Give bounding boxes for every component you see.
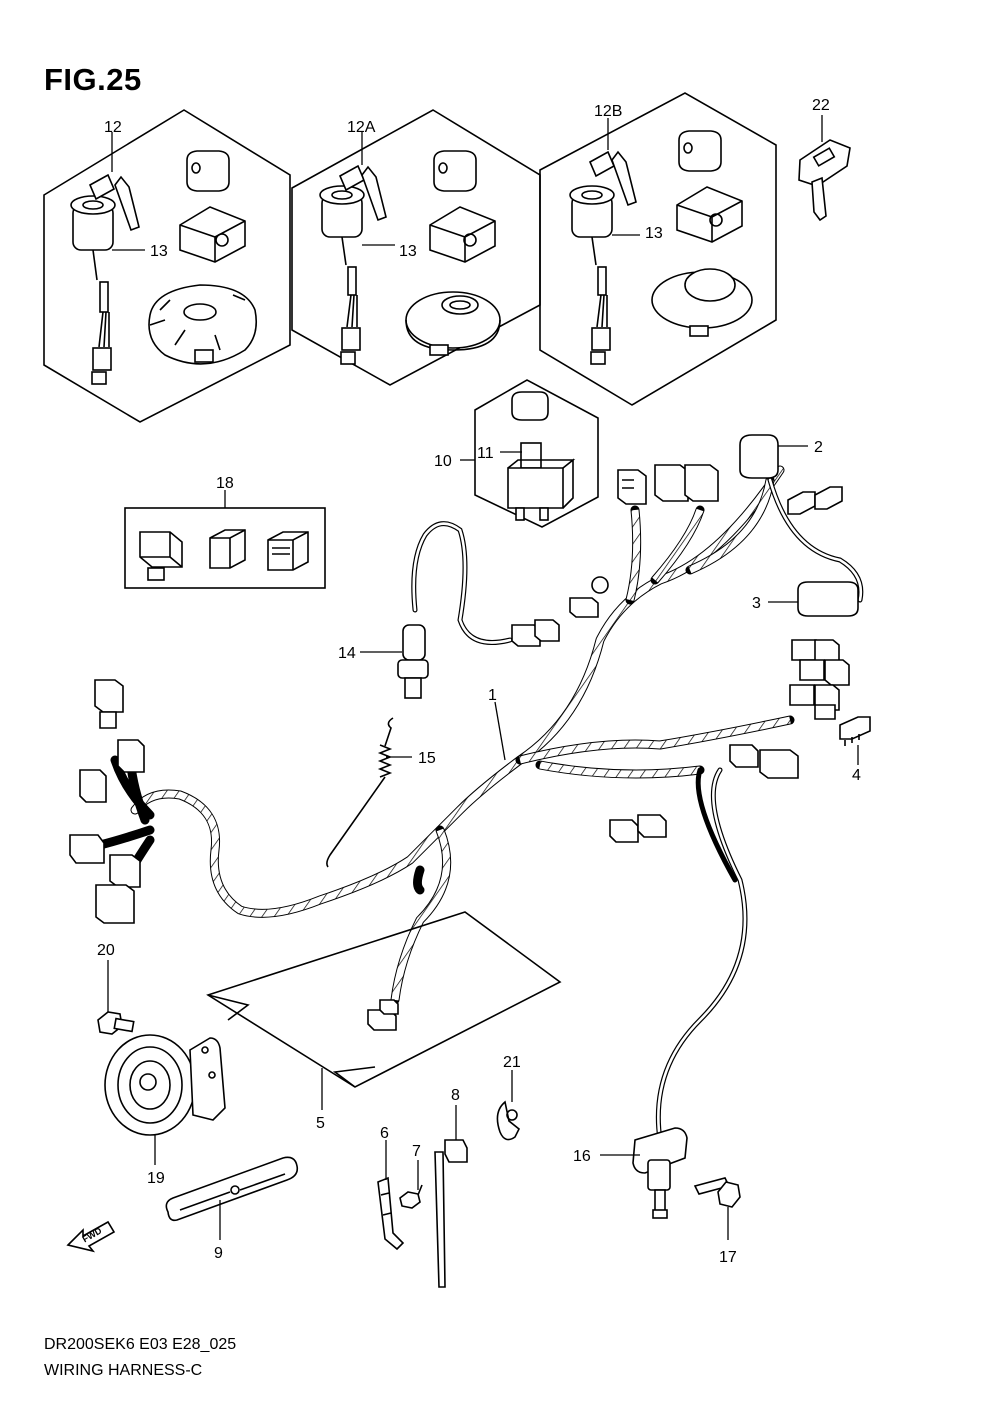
clip-21 — [496, 1100, 521, 1141]
harness-left-connector-cluster — [69, 679, 145, 924]
callout-2: 2 — [814, 439, 823, 456]
fuel-cap-12b — [651, 268, 753, 337]
ignition-kit-12-box — [43, 109, 291, 423]
callout-9: 9 — [214, 1245, 223, 1262]
callout-12: 12 — [104, 119, 122, 136]
lock-block-upper — [186, 150, 230, 192]
clamp-6 — [377, 1176, 405, 1251]
harness-connector-mid-b — [511, 619, 560, 647]
callout-13-b: 13 — [399, 243, 417, 260]
bolt-20 — [97, 1011, 135, 1035]
lock-block-12a-lower — [429, 206, 496, 263]
lock-block-12a-upper — [433, 150, 477, 192]
callout-5: 5 — [316, 1115, 325, 1132]
connector-4 — [839, 716, 871, 746]
fuel-cap-12 — [148, 284, 258, 365]
ignition-switch-12 — [70, 173, 140, 385]
callout-13-c: 13 — [645, 225, 663, 242]
lock-block-12b-lower — [676, 186, 743, 243]
ignition-kit-12b-box — [539, 92, 777, 406]
callout-17: 17 — [719, 1249, 737, 1266]
connector-set-18 — [124, 507, 326, 589]
callout-7: 7 — [412, 1143, 421, 1160]
harness-connector-top-a — [617, 469, 647, 505]
harness-connector-low-right — [609, 744, 799, 843]
ignition-switch-12b — [569, 150, 637, 365]
callout-18: 18 — [216, 475, 234, 492]
key-22 — [798, 139, 851, 222]
strap-9 — [165, 1156, 299, 1222]
callout-8: 8 — [451, 1087, 460, 1104]
relay-box-10 — [474, 379, 599, 528]
harness-connector-mid-a — [569, 576, 609, 618]
connector-3 — [797, 581, 859, 617]
callout-11: 11 — [477, 445, 494, 462]
callout-20: 20 — [97, 942, 115, 959]
callout-12b: 12B — [594, 103, 622, 120]
cable-tie-8 — [434, 1139, 468, 1288]
callout-22: 22 — [812, 97, 830, 114]
lock-block-lower — [179, 206, 246, 263]
callout-1: 1 — [488, 687, 497, 704]
ignition-switch-12a — [319, 164, 387, 365]
protective-sheet-5 — [206, 911, 562, 1088]
figure-title: FIG.25 — [44, 62, 142, 97]
callout-14: 14 — [338, 645, 356, 662]
screw-7 — [399, 1184, 423, 1209]
callout-12a: 12A — [347, 119, 376, 136]
bolt-17 — [693, 1177, 741, 1208]
fuel-cap-12a — [405, 291, 501, 356]
figure-name: WIRING HARNESS-C — [44, 1362, 203, 1379]
harness-connector-right-cluster — [789, 639, 850, 720]
callout-16: 16 — [573, 1148, 591, 1165]
harness-connector-pair-right — [787, 486, 843, 515]
lock-block-12b-upper — [678, 130, 722, 172]
wiring-harness-1 — [95, 465, 864, 1005]
sheet-connector — [367, 999, 399, 1031]
sensor-16 — [632, 1127, 688, 1219]
ignition-kit-12a-box — [291, 109, 541, 386]
figure-code: DR200SEK6 E03 E28_025 — [44, 1336, 237, 1353]
callout-13-a: 13 — [150, 243, 168, 260]
connector-2 — [739, 434, 779, 479]
stop-switch-14 — [397, 624, 429, 699]
callout-21: 21 — [503, 1054, 521, 1071]
callout-6: 6 — [380, 1125, 389, 1142]
callout-10: 10 — [434, 453, 452, 470]
callout-4: 4 — [852, 767, 861, 784]
callout-3: 3 — [752, 595, 761, 612]
fwd-arrow: FWD — [66, 1220, 116, 1253]
harness-connector-top-b — [654, 464, 719, 502]
callout-19: 19 — [147, 1170, 165, 1187]
callout-15: 15 — [418, 750, 436, 767]
horn-19 — [104, 1034, 226, 1136]
spring-15 — [326, 717, 394, 868]
